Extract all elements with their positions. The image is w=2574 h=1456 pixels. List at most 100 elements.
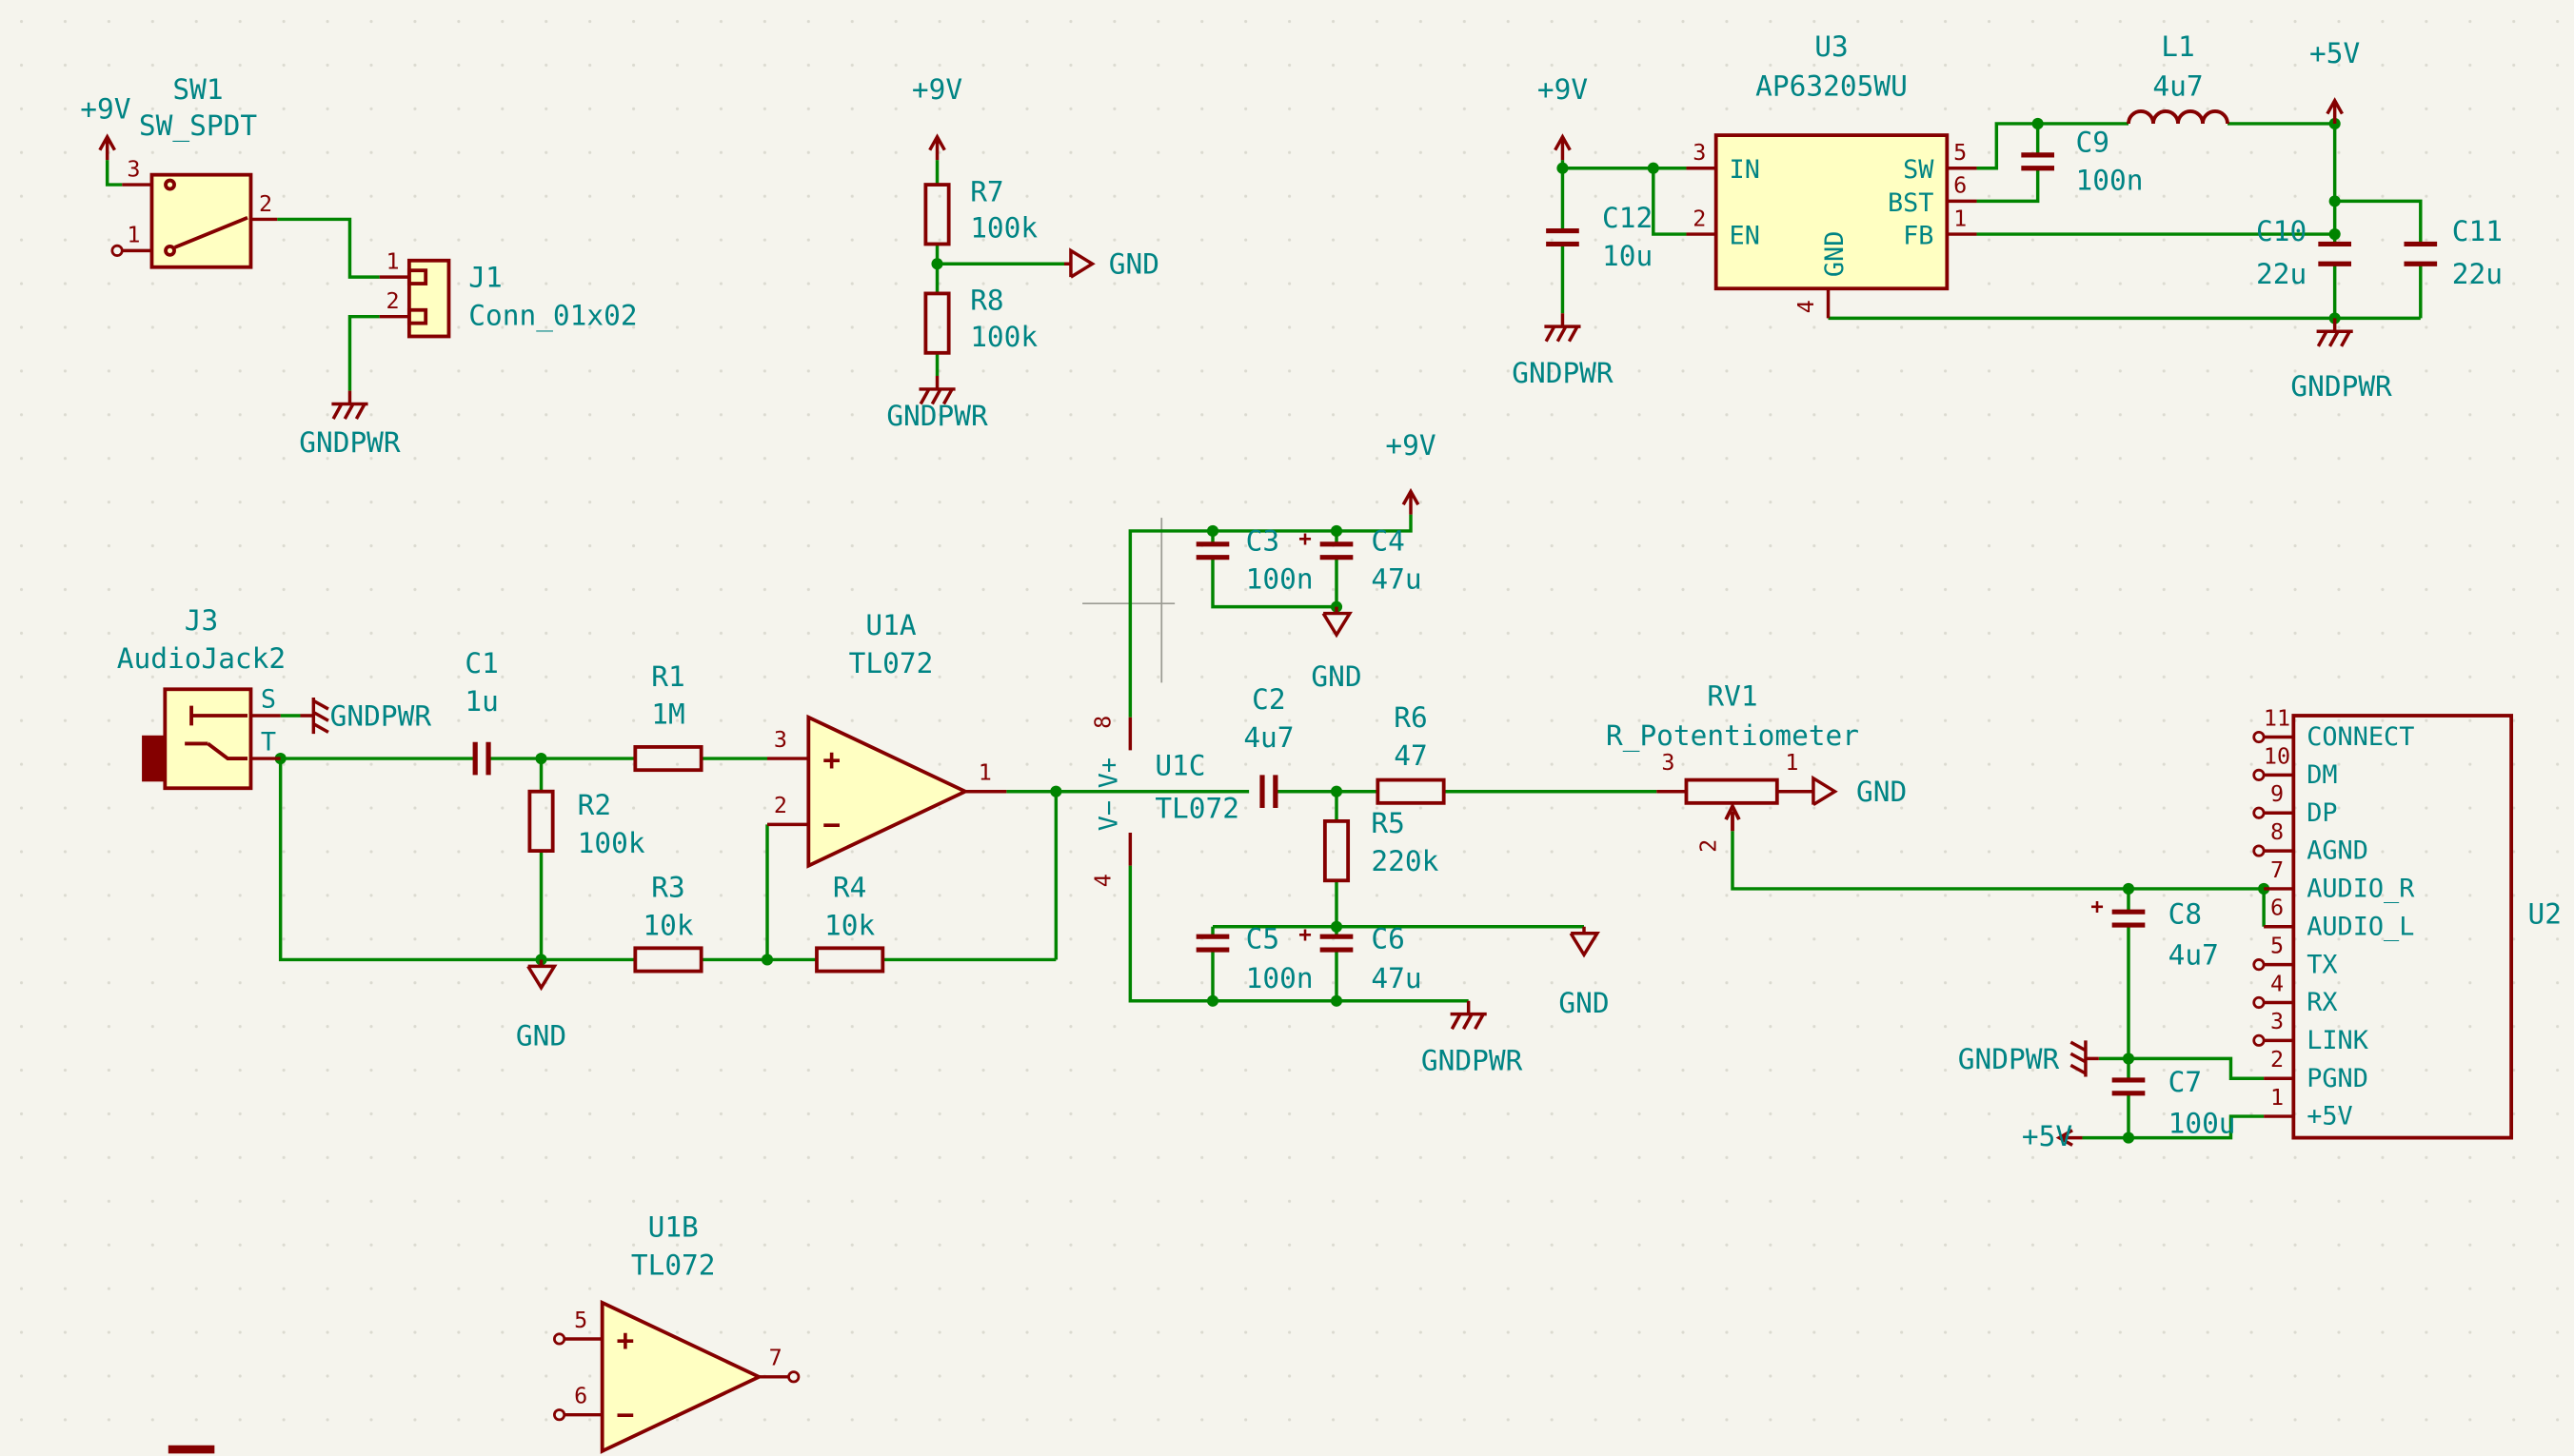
component-u1b[interactable]: [553, 1299, 801, 1454]
l1-coil[interactable]: [2127, 109, 2229, 125]
c5-plates[interactable]: [1196, 934, 1230, 953]
wire-u3-en-tie[interactable]: [1652, 167, 1687, 236]
sw1-pins[interactable]: [122, 183, 278, 253]
u1b-nc-circle: [787, 1370, 801, 1384]
component-c11[interactable]: [2404, 241, 2438, 266]
component-c9[interactable]: [2021, 152, 2054, 171]
junction: [2122, 1053, 2135, 1065]
r4-reference: R4: [833, 872, 866, 904]
r7-body[interactable]: [923, 183, 951, 246]
c2-plates[interactable]: [1259, 775, 1278, 809]
wire-c8-c7[interactable]: [2098, 888, 2130, 1138]
component-u1a[interactable]: [767, 714, 1007, 869]
u2-pin-number: 3: [2270, 1008, 2284, 1034]
r2-value: 100k: [578, 827, 645, 859]
wire-u1c-power-decoupling[interactable]: [1128, 514, 1469, 1003]
wire-u3-sw-l1-c9[interactable]: [1976, 122, 2335, 204]
c3-value: 100n: [1246, 563, 1314, 596]
u1a-pins[interactable]: [767, 757, 1007, 827]
component-j3[interactable]: [142, 687, 281, 791]
c8-plates[interactable]: [2111, 909, 2146, 928]
component-r5[interactable]: [1322, 818, 1351, 883]
component-r1[interactable]: [633, 745, 703, 773]
c10-plates[interactable]: [2318, 241, 2351, 266]
c6-plates[interactable]: [1319, 934, 1354, 953]
wire-wiper-to-audio[interactable]: [1731, 831, 2266, 927]
r4-body[interactable]: [815, 946, 885, 974]
u2-body[interactable]: [2291, 714, 2514, 1140]
component-r4[interactable]: [815, 946, 885, 974]
r3-body[interactable]: [633, 946, 703, 974]
r8-body[interactable]: [923, 291, 951, 355]
component-r8[interactable]: [923, 291, 951, 355]
u3-pins[interactable]: [1686, 167, 1977, 319]
u2-pin-number: 10: [2264, 742, 2290, 769]
c12-plates[interactable]: [1546, 227, 1579, 247]
wire-sw1-to-j1[interactable]: [277, 217, 380, 279]
c8-value: 4u7: [2168, 939, 2219, 972]
c4-plates[interactable]: [1319, 541, 1354, 561]
component-r3[interactable]: [633, 946, 703, 974]
wire-j1-to-gndpwr[interactable]: [347, 314, 380, 391]
component-sw1[interactable]: [110, 172, 278, 269]
u2-pins[interactable]: [2264, 735, 2294, 1118]
j1-pin1-number: 1: [386, 247, 399, 274]
j1-pins[interactable]: [379, 275, 409, 319]
component-c2[interactable]: [1259, 775, 1278, 809]
wire-5v-output-caps[interactable]: [1828, 123, 2423, 321]
r1-body[interactable]: [633, 745, 703, 773]
component-c3[interactable]: [1196, 541, 1230, 561]
component-j1[interactable]: [379, 258, 451, 339]
c6-reference: C6: [1371, 922, 1404, 954]
c7-plates[interactable]: [2111, 1077, 2146, 1096]
rv1-value: R_Potentiometer: [1606, 719, 1859, 753]
component-rv1[interactable]: [1656, 777, 1807, 832]
component-c7[interactable]: [2111, 1077, 2146, 1096]
u3-body[interactable]: [1713, 133, 1950, 291]
component-c12[interactable]: [1546, 227, 1579, 247]
wire-opamp-output[interactable]: [1006, 789, 1250, 960]
gndpwr-label: GNDPWR: [1958, 1043, 2060, 1075]
j3-pins[interactable]: [250, 714, 281, 760]
component-u3[interactable]: [1686, 133, 1977, 319]
r2-body[interactable]: [527, 789, 555, 853]
r5-value: 220k: [1371, 845, 1438, 877]
junction: [2328, 195, 2341, 207]
u2-pin-number: 7: [2270, 856, 2284, 883]
r6-body[interactable]: [1376, 777, 1446, 805]
component-c6[interactable]: [1319, 934, 1354, 953]
component-c5[interactable]: [1196, 934, 1230, 953]
wire-feedback-rail[interactable]: [278, 758, 1057, 962]
component-r7[interactable]: [923, 183, 951, 246]
junction: [2122, 1131, 2135, 1144]
junction: [931, 258, 943, 270]
component-c10[interactable]: [2318, 241, 2351, 266]
u2-pin-number: 11: [2264, 704, 2290, 731]
rv1-pin2-number: 2: [1695, 839, 1722, 853]
component-r6[interactable]: [1376, 777, 1446, 805]
u1b-pins[interactable]: [564, 1337, 789, 1417]
r5-body[interactable]: [1322, 818, 1351, 883]
power-label-5v: +5V: [2309, 37, 2360, 69]
u3-pin-gnd-name: GND: [1820, 231, 1850, 278]
wire-9v-to-sw1[interactable]: [105, 160, 123, 187]
u1a-body[interactable]: [806, 714, 970, 869]
component-c4[interactable]: [1319, 541, 1354, 561]
u2-pin-name: CONNECT: [2307, 722, 2414, 752]
j1-socket-2: [406, 307, 428, 325]
component-u2[interactable]: [2252, 714, 2514, 1140]
c9-plates[interactable]: [2021, 152, 2054, 171]
u1b-body[interactable]: [600, 1299, 763, 1454]
wire-u2-5v-pgnd[interactable]: [2082, 1056, 2265, 1140]
c11-plates[interactable]: [2404, 241, 2438, 266]
wires[interactable]: [105, 122, 2423, 1140]
component-l1[interactable]: [2127, 109, 2229, 125]
component-c1[interactable]: [472, 741, 491, 776]
rv1-body[interactable]: [1684, 777, 1779, 805]
component-r2[interactable]: [527, 789, 555, 853]
c3-plates[interactable]: [1196, 541, 1230, 561]
j3-body[interactable]: [163, 687, 253, 791]
c1-plates[interactable]: [472, 741, 491, 776]
component-c8[interactable]: [2111, 909, 2146, 928]
